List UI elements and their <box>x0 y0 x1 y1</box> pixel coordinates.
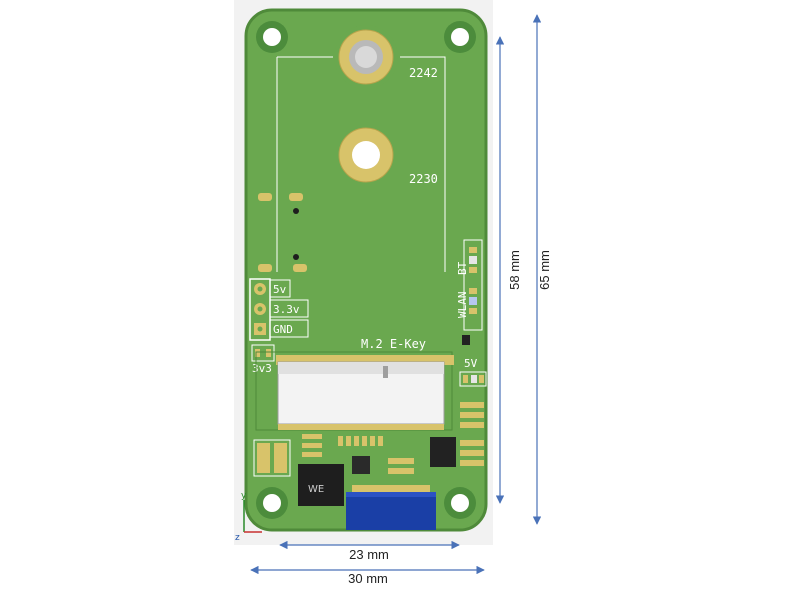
pad-group-left <box>258 193 307 272</box>
label-bt: BT <box>456 261 469 275</box>
ic-right <box>430 437 456 467</box>
svg-text:WE: WE <box>308 484 324 495</box>
power-header <box>249 278 309 341</box>
label-gnd: GND <box>273 323 293 336</box>
label-wlan: WLAN <box>456 292 469 319</box>
label-5v: 5v <box>273 283 287 296</box>
passive-array <box>302 434 414 474</box>
power-inductor-ic: WE <box>298 464 344 506</box>
label-2230: 2230 <box>409 172 438 186</box>
status-leds <box>462 239 483 345</box>
led-5v-pads <box>459 371 487 387</box>
label-2242: 2242 <box>409 66 438 80</box>
usb-connector <box>346 485 436 530</box>
axis-z-label: z <box>235 533 240 543</box>
label-m2-ekey: M.2 E-Key <box>361 337 426 351</box>
standoff-2242 <box>334 25 398 89</box>
mounting-hole-top-right <box>444 21 476 53</box>
axis-indicator <box>243 500 262 533</box>
dimension-height-inner-label: 58 mm <box>507 250 522 290</box>
mounting-hole-bottom-left <box>256 487 288 519</box>
inductor-left <box>253 439 291 477</box>
label-5v-led: 5V <box>464 357 478 370</box>
mounting-hole-top-left <box>256 21 288 53</box>
regulator-3v3-pads <box>251 344 275 362</box>
axis-y-label: y <box>241 491 247 501</box>
standoff-2230 <box>338 127 394 183</box>
dimension-height-outer-label: 65 mm <box>537 250 552 290</box>
dimension-width-inner-label: 23 mm <box>349 547 389 562</box>
dimension-width-outer-label: 30 mm <box>348 571 388 586</box>
label-3v3-pin: 3.3v <box>273 303 300 316</box>
m2-keepout-outline <box>276 56 446 272</box>
label-3v3-reg: 3v3 <box>252 362 272 375</box>
ic-small <box>352 456 370 474</box>
mounting-hole-bottom-right <box>444 487 476 519</box>
m2-connector <box>255 351 454 431</box>
capacitor-column-right <box>460 402 484 466</box>
